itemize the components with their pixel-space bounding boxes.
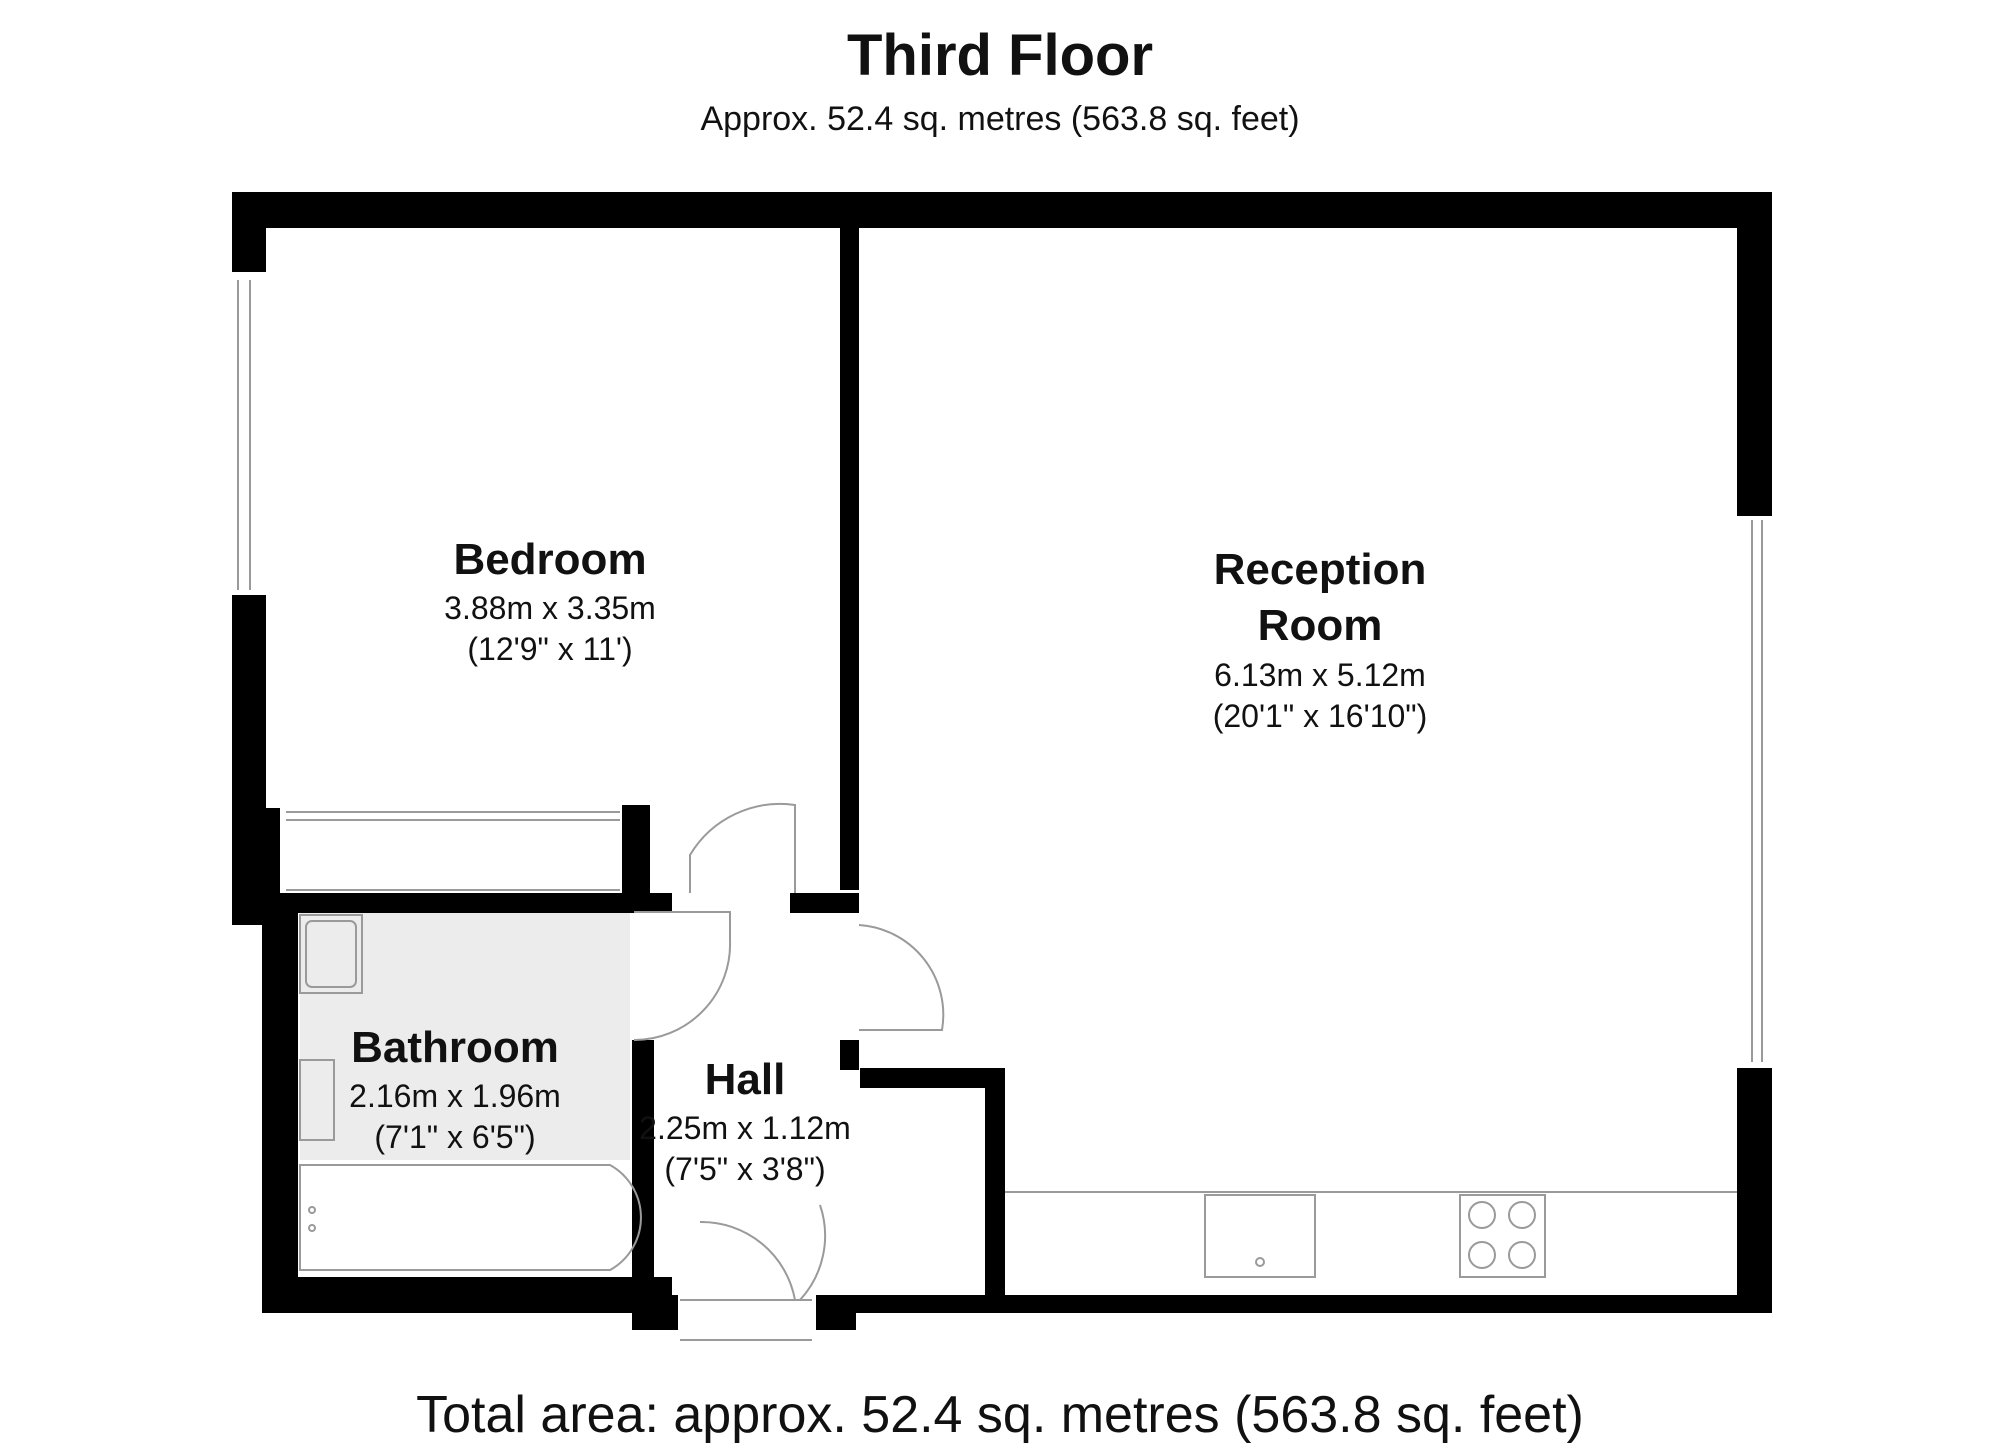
- bathroom-door[interactable]: [633, 911, 732, 1042]
- hall-name: Hall: [704, 1055, 786, 1104]
- wall-right-lower: [1737, 1068, 1772, 1313]
- wardrobe-doors: [286, 811, 620, 891]
- bedroom-door[interactable]: [689, 802, 796, 893]
- wall-bathroom-top: [232, 893, 672, 913]
- total-area: Total area: approx. 52.4 sq. metres (563…: [416, 1386, 1584, 1444]
- reception-window: [1751, 520, 1763, 1062]
- wall-left-lower: [232, 595, 266, 925]
- wall-entrance-right: [816, 1295, 856, 1330]
- bathroom-metric: 2.16m x 1.96m: [349, 1078, 561, 1115]
- wall-bathroom-left: [262, 893, 298, 1313]
- bedroom-name: Bedroom: [453, 535, 647, 584]
- room-label-hall: Hall 2.25m x 1.12m (7'5" x 3'8"): [610, 1052, 880, 1190]
- room-label-bathroom: Bathroom 2.16m x 1.96m (7'1" x 6'5"): [320, 1020, 590, 1158]
- kitchen-counter: [1005, 1191, 1737, 1278]
- reception-metric: 6.13m x 5.12m: [1214, 656, 1426, 693]
- floor-title: Third Floor: [846, 23, 1154, 88]
- bedroom-metric: 3.88m x 3.35m: [444, 590, 656, 627]
- wall-entrance-left: [632, 1295, 678, 1330]
- wall-bottom-left: [262, 1277, 672, 1313]
- floor-area-subtitle: Approx. 52.4 sq. metres (563.8 sq. feet): [700, 100, 1300, 138]
- wall-top: [232, 192, 1772, 228]
- bathroom-imperial: (7'1" x 6'5"): [374, 1119, 536, 1156]
- entrance-door[interactable]: [680, 1204, 827, 1341]
- wall-hall-cupboard-top: [860, 1068, 1005, 1088]
- reception-door[interactable]: [858, 924, 945, 1031]
- bathroom-name: Bathroom: [351, 1023, 559, 1072]
- room-label-reception: Reception Room 6.13m x 5.12m (20'1" x 16…: [1170, 542, 1470, 737]
- bedroom-imperial: (12'9" x 11'): [467, 631, 633, 668]
- reception-name-line1: Reception: [1213, 545, 1427, 594]
- wall-bottom-right: [816, 1295, 1772, 1313]
- room-label-bedroom: Bedroom 3.88m x 3.35m (12'9" x 11'): [400, 532, 700, 670]
- reception-name-line2: Room: [1257, 601, 1383, 651]
- wall-right-upper: [1737, 192, 1772, 516]
- hall-metric: 2.25m x 1.12m: [639, 1110, 851, 1147]
- wall-left-upper: [232, 192, 266, 272]
- bedroom-window: [237, 280, 251, 590]
- hall-imperial: (7'5" x 3'8"): [664, 1151, 826, 1188]
- wall-bedroom-hall-stub: [790, 893, 859, 913]
- bathroom-fixtures: [299, 914, 642, 1271]
- wall-cupboard-right: [985, 1068, 1005, 1313]
- wall-hall-reception-stub: [840, 1040, 859, 1070]
- wall-bedroom-reception: [840, 192, 859, 890]
- reception-imperial: (20'1" x 16'10"): [1212, 697, 1428, 734]
